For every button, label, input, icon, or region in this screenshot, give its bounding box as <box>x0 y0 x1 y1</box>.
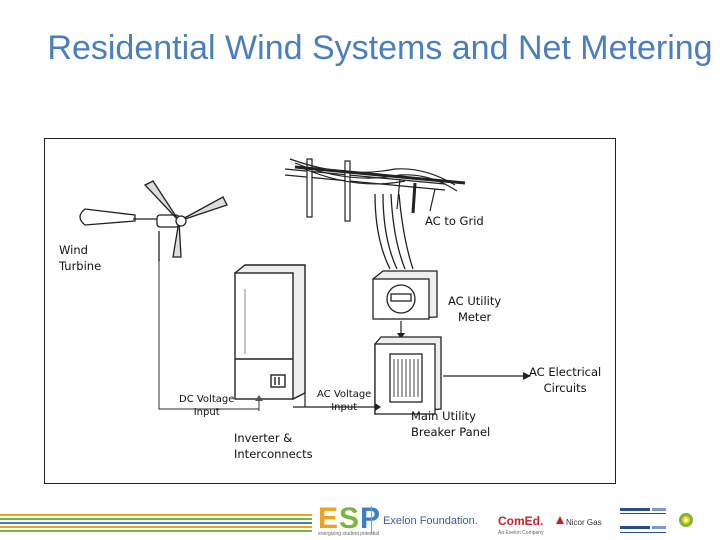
stripe-orange <box>0 514 312 516</box>
label-ac-utility-meter: AC Utility Meter <box>448 294 502 324</box>
utility-pole <box>284 158 466 222</box>
diagram-drawing <box>79 158 531 415</box>
stripe-green-2 <box>0 530 312 532</box>
breaker-panel <box>374 336 442 415</box>
label-dc-voltage-input: DC Voltage Input <box>179 394 235 418</box>
label-main-utility-breaker-panel: Main Utility Breaker Panel <box>411 409 491 439</box>
label-wind-turbine: Wind Turbine <box>59 243 102 273</box>
nicor-icon <box>556 516 564 524</box>
utility-meter <box>372 270 438 320</box>
esp-tagline: energizing student potential <box>318 531 380 537</box>
comed-logo: ComEd. <box>498 514 544 528</box>
comed-tagline: An Exelon Company <box>498 530 544 536</box>
wind-system-diagram: AC to Grid Wind Turbine AC Utility Meter… <box>44 138 616 484</box>
stripe-green <box>0 518 312 520</box>
inverter <box>234 264 306 400</box>
exelon-logo: Exelon Foundation. <box>383 515 478 527</box>
partner-logo-top <box>620 508 666 514</box>
footer <box>0 490 720 540</box>
label-ac-voltage-input: AC Voltage Input <box>317 389 372 413</box>
logo-divider <box>371 506 372 534</box>
nicor-logo: Nicor Gas <box>566 518 602 527</box>
label-inverter-interconnects: Inverter & Interconnects <box>234 431 313 461</box>
label-ac-electrical-circuits: AC Electrical Circuits <box>529 365 602 395</box>
esp-logo: ESP <box>318 502 380 535</box>
wind-turbine <box>79 180 228 261</box>
grid-cables <box>374 193 414 270</box>
partner-logo-bottom <box>620 526 666 533</box>
stripe-blue <box>0 522 312 524</box>
stripe-orange-2 <box>0 526 312 528</box>
slide-title: Residential Wind Systems and Net Meterin… <box>47 29 713 67</box>
label-ac-to-grid: AC to Grid <box>425 214 484 228</box>
bp-logo-icon <box>679 513 693 527</box>
